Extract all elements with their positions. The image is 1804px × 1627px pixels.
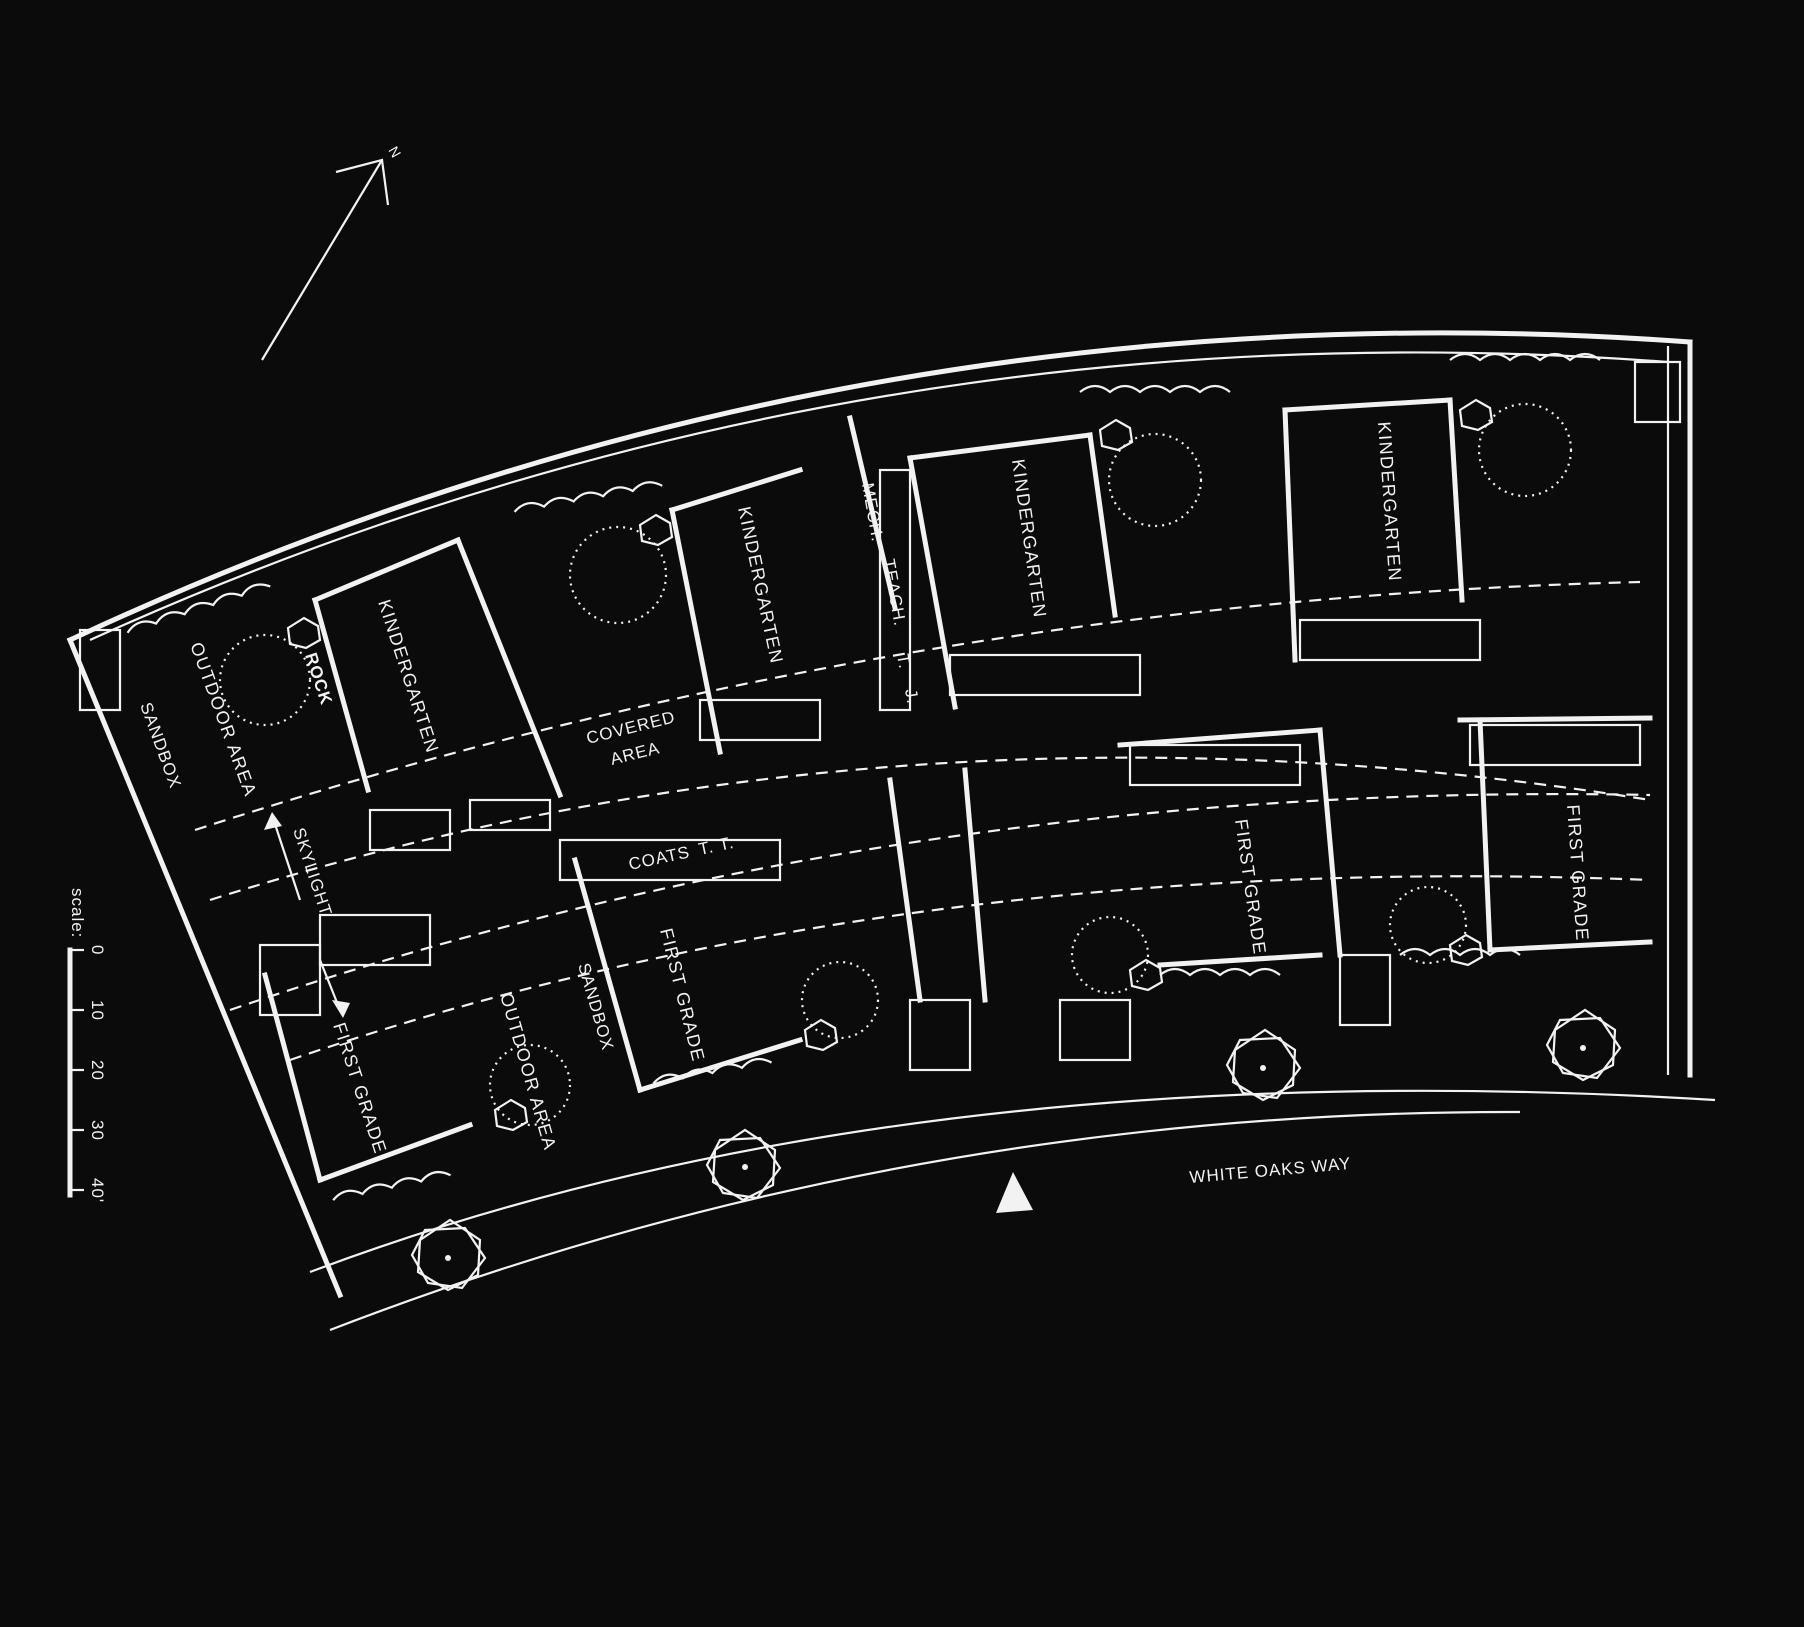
rock-shape (1458, 398, 1494, 432)
skylight-arrows (264, 812, 350, 1018)
covered-area-label-line-1: COVERED (584, 707, 677, 747)
rock-shape (1448, 933, 1484, 967)
rock-shape (1098, 418, 1134, 452)
outdoor-area-label: OUTDOOR AREA (186, 640, 261, 800)
rock-shape (638, 513, 674, 547)
play-circles (218, 402, 1573, 1127)
first-grade-walls (261, 715, 1653, 1184)
room-label-kindergarten: KINDERGARTEN (1374, 421, 1405, 583)
kindergarten-walls (311, 397, 1465, 799)
room-label-kindergarten: KINDERGARTEN (1008, 458, 1050, 620)
scale-tick-label: 20 (88, 1060, 107, 1081)
play-circle (1388, 885, 1468, 965)
rocks (286, 398, 1494, 1132)
coats-label: COATS (627, 842, 692, 874)
play-circle (800, 960, 880, 1040)
room-label-kindergarten: KINDERGARTEN (734, 505, 787, 666)
room-label-first-grade: FIRST GRADE (1563, 804, 1593, 942)
rock-shape (803, 1018, 839, 1052)
play-circle (1070, 915, 1150, 995)
scale-label: scale: (68, 888, 87, 938)
scale-tick-label: 10 (88, 1000, 107, 1021)
scale-tick-label: 30 (88, 1120, 107, 1141)
room-label-first-grade: FIRST GRADE (656, 926, 709, 1064)
scale-tick-label: 0 (88, 945, 107, 955)
toilets-label: T. T. (697, 833, 736, 859)
room-label-first-grade: FIRST GRADE (1231, 818, 1270, 957)
skylight-label: SKYLIGHT (289, 825, 336, 918)
room-label-kindergarten: KINDERGARTEN (374, 597, 443, 756)
entry-marker-icon (996, 1172, 1033, 1213)
rock-shape (1128, 958, 1164, 992)
play-circle (1477, 402, 1573, 498)
covered-walkway-lines (194, 580, 1651, 1062)
north-arrow-label: N (385, 144, 404, 161)
teacher-room-label: TEACH. (879, 557, 910, 628)
play-circle (1107, 432, 1203, 528)
room-labels: KINDERGARTEN KINDERGARTEN KINDERGARTEN K… (136, 421, 1592, 1157)
street-trees (410, 1008, 1622, 1292)
covered-area-label-line-2: AREA (608, 738, 661, 769)
tree-symbol (1225, 1028, 1302, 1102)
street-label: WHITE OAKS WAY (1189, 1154, 1352, 1187)
street-edge (309, 1089, 1716, 1332)
hedges (126, 352, 1601, 1201)
casework (78, 360, 1682, 1072)
sandbox-label: SANDBOX (136, 700, 185, 791)
play-circle (568, 525, 668, 625)
room-label-first-grade: FIRST GRADE (329, 1020, 390, 1157)
rock-shape (286, 616, 322, 650)
rock-shape (493, 1098, 529, 1132)
tree-symbol (705, 1128, 782, 1202)
scale-tick-label: 40' (88, 1178, 107, 1203)
mech-room-label: MECH. (858, 481, 887, 543)
toilet-label: T. (893, 652, 914, 670)
sandbox-label: SANDBOX (574, 961, 617, 1053)
tree-symbol (410, 1218, 487, 1292)
site-boundary (66, 330, 1693, 1299)
play-circle (488, 1043, 572, 1127)
scale-bar: scale: 0 10 20 30 40' (67, 888, 107, 1203)
play-circle (218, 633, 312, 727)
north-arrow: N (261, 144, 404, 361)
tree-symbol (1545, 1008, 1622, 1082)
janitor-label: J. (901, 687, 922, 705)
